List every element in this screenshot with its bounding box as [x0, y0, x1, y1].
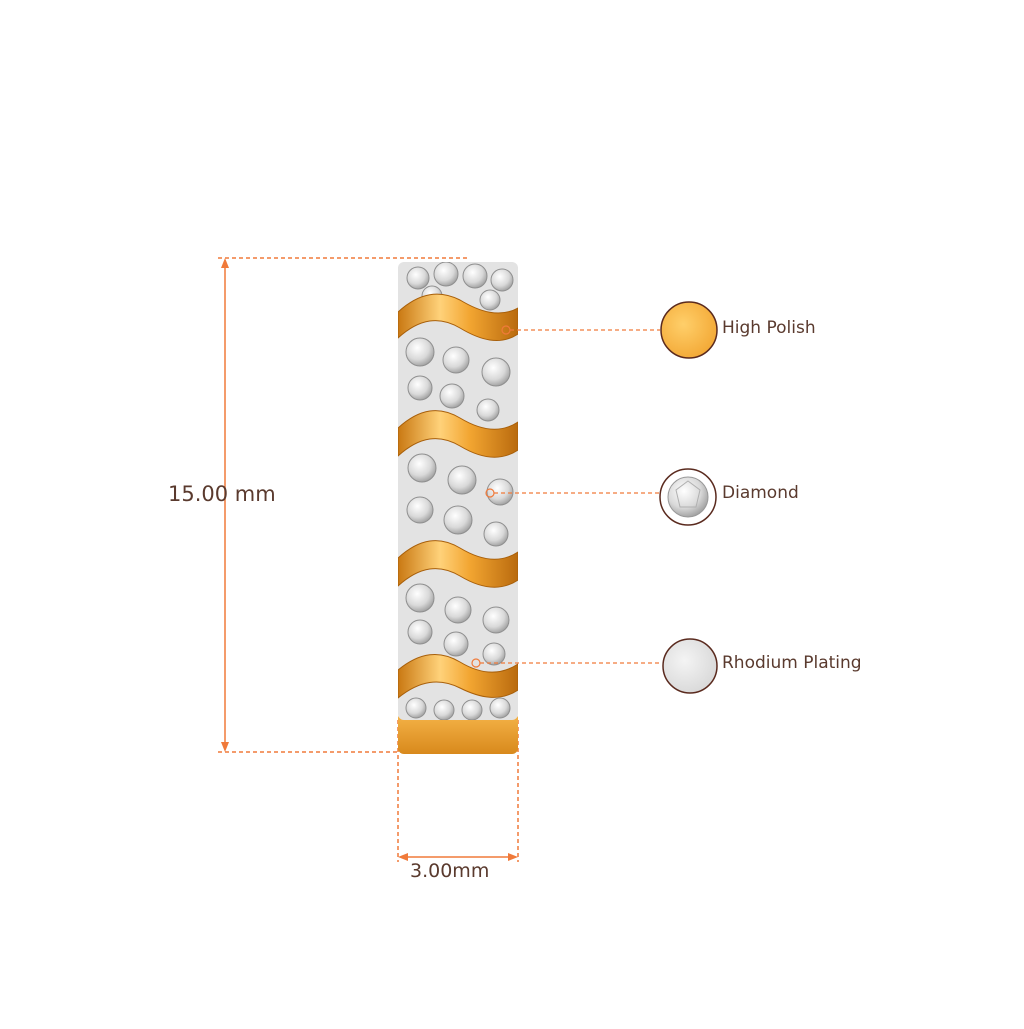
earring-gold-base	[398, 712, 518, 754]
gold-wave-1	[398, 293, 518, 341]
gold-wave-2	[398, 410, 518, 458]
height-arrow-top	[221, 258, 229, 268]
width-dimension-label: 3.00mm	[410, 860, 490, 882]
diamond-swatch	[659, 468, 717, 526]
rhodium-swatch	[662, 638, 718, 694]
material-label-high-polish: High Polish	[722, 318, 816, 338]
material-label-rhodium-plating: Rhodium Plating	[722, 653, 862, 673]
gold-wave-4	[398, 653, 518, 700]
width-arrow-left	[398, 853, 408, 861]
height-dimension-label: 15.00 mm	[168, 482, 276, 506]
callout-dot-rhodium	[471, 658, 481, 668]
callout-dot-high-polish	[501, 325, 511, 335]
height-arrow-bottom	[221, 742, 229, 752]
callout-dot-diamond	[485, 488, 495, 498]
gold-wave-3	[398, 540, 518, 588]
gold-waves	[398, 293, 518, 700]
earring-band	[398, 262, 518, 754]
width-arrow-right	[508, 853, 518, 861]
material-label-diamond: Diamond	[722, 483, 799, 503]
high-polish-swatch	[660, 301, 718, 359]
callouts	[471, 325, 662, 668]
material-swatches	[659, 301, 718, 694]
